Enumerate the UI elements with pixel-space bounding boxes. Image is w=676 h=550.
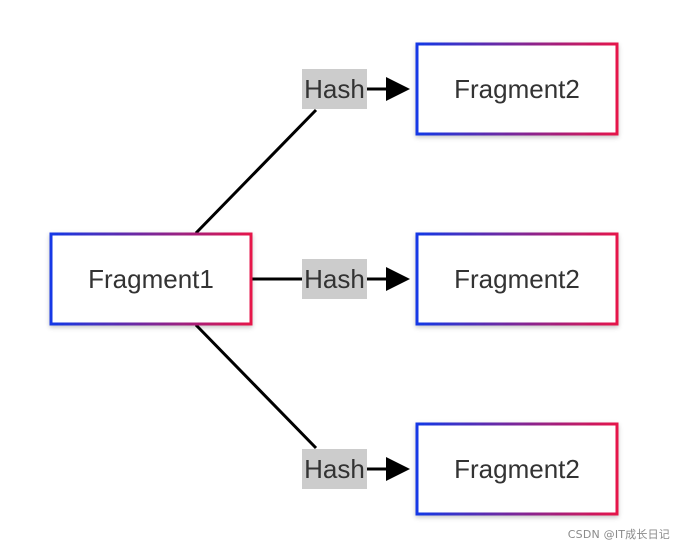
arrowhead-bottom-icon: [386, 457, 410, 481]
edge-label-middle-text: Hash: [304, 264, 365, 294]
source-node-label: Fragment1: [88, 264, 214, 294]
target-node-middle-label: Fragment2: [454, 264, 580, 294]
edges: [194, 87, 392, 471]
target-node-top: Fragment2: [415, 42, 619, 136]
edge-line-top: [194, 108, 318, 235]
target-node-bottom-label: Fragment2: [454, 454, 580, 484]
arrowhead-top-icon: [386, 77, 410, 101]
target-node-top-label: Fragment2: [454, 74, 580, 104]
watermark: CSDN @IT成长日记: [567, 528, 670, 541]
source-node: Fragment1: [49, 232, 253, 326]
edge-line-bottom: [194, 323, 318, 450]
edge-label-middle: Hash: [302, 259, 367, 299]
arrowheads: [386, 77, 410, 481]
target-node-middle: Fragment2: [415, 232, 619, 326]
edge-label-top-text: Hash: [304, 74, 365, 104]
edge-label-top: Hash: [302, 69, 367, 109]
target-node-bottom: Fragment2: [415, 422, 619, 516]
arrowhead-middle-icon: [386, 267, 410, 291]
edge-label-bottom-text: Hash: [304, 454, 365, 484]
edge-label-bottom: Hash: [302, 449, 367, 489]
